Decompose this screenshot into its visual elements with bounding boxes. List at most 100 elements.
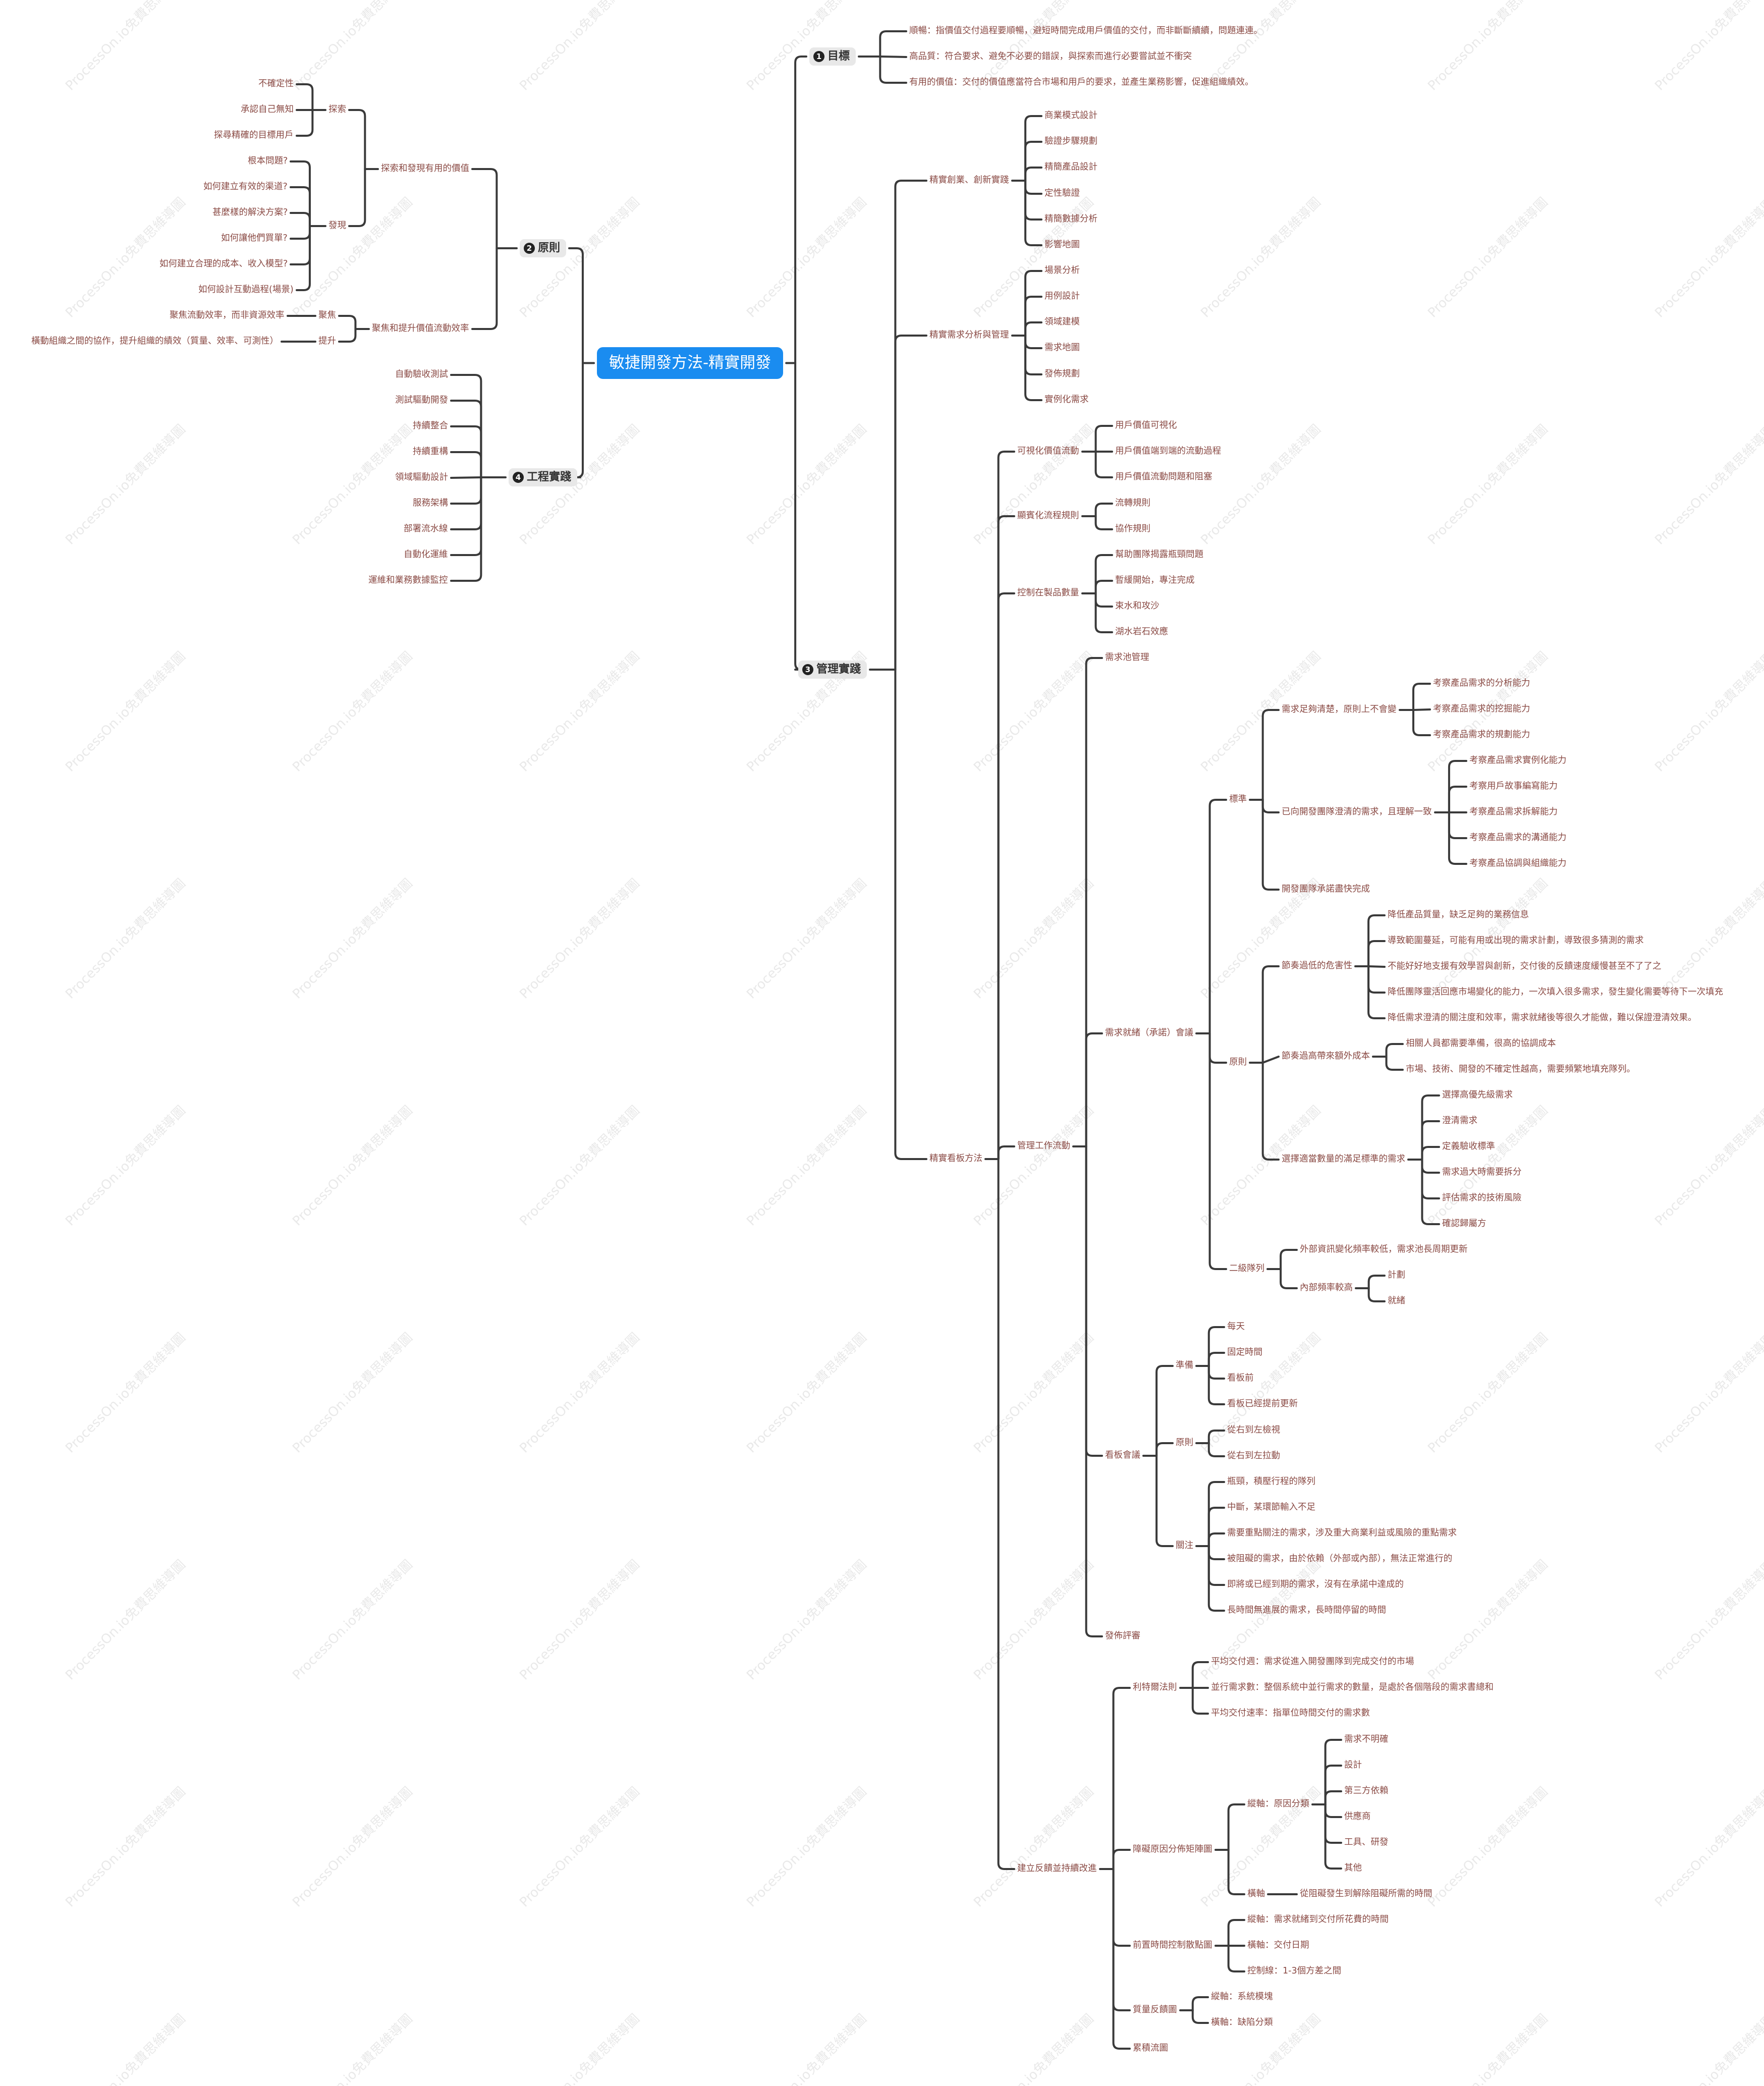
topic-f4b[interactable]: 橫軸：缺陷分類 <box>1211 2017 1273 2027</box>
topic-s2c1[interactable]: 選擇高優先級需求 <box>1442 1090 1513 1100</box>
topic-k1b[interactable]: 用戶價值端到端的流動過程 <box>1115 446 1221 456</box>
topic-p1a3[interactable]: 探尋精確的目標用戶 <box>214 130 294 140</box>
topic-k1c[interactable]: 用戶價值流動問題和阻塞 <box>1115 472 1212 482</box>
topic-w3[interactable]: 看板會議 <box>1105 1450 1140 1460</box>
topic-s1a2[interactable]: 考察產品需求的挖掘能力 <box>1433 704 1530 714</box>
topic-m2f[interactable]: 實例化需求 <box>1044 395 1089 405</box>
topic-k3[interactable]: 控制在製品數量 <box>1017 588 1079 598</box>
topic-s1b1[interactable]: 考察產品需求實例化能力 <box>1469 755 1567 765</box>
topic-e3[interactable]: 持續整合 <box>413 421 448 431</box>
topic-f5[interactable]: 累積流圖 <box>1133 2043 1168 2053</box>
topic-f2b[interactable]: 橫軸 <box>1247 1889 1265 1899</box>
topic-p1a[interactable]: 探索 <box>328 104 346 115</box>
topic-v2b[interactable]: 從右到左拉動 <box>1227 1451 1280 1461</box>
topic-s2a4[interactable]: 降低團隊靈活回應市場變化的能力，一次填入很多需求，發生變化需要等待下一次填充 <box>1388 987 1723 997</box>
topic-f2a2[interactable]: 設計 <box>1344 1760 1362 1770</box>
topic-f3[interactable]: 前置時間控制散點圖 <box>1133 1940 1212 1950</box>
topic-f4[interactable]: 質量反饋圖 <box>1133 2005 1177 2015</box>
topic-k1a[interactable]: 用戶價值可視化 <box>1115 420 1177 430</box>
topic-s1b[interactable]: 已向開發團隊澄清的需求，且理解一致 <box>1282 807 1432 817</box>
topic-e5[interactable]: 領域驅動設計 <box>395 472 448 482</box>
topic-s2a3[interactable]: 不能好好地支援有效學習與創新，交付後的反饋速度緩慢甚至不了了之 <box>1388 961 1662 971</box>
topic-f3b[interactable]: 橫軸：交付日期 <box>1247 1940 1309 1950</box>
topic-s2[interactable]: 原則 <box>1229 1057 1247 1067</box>
topic-s1b3[interactable]: 考察產品需求拆解能力 <box>1469 807 1558 817</box>
topic-m1e[interactable]: 精簡數據分析 <box>1044 214 1097 224</box>
topic-p2[interactable]: 聚焦和提升價值流動效率 <box>372 323 469 334</box>
topic-b1b[interactable]: 高品質：符合要求、避免不必要的錯誤，與探索而進行必要嘗試並不衝突 <box>909 51 1192 62</box>
topic-w4[interactable]: 發佈評審 <box>1105 1631 1140 1641</box>
topic-p1b4[interactable]: 如何讓他們買單? <box>221 233 288 243</box>
topic-f1c[interactable]: 平均交付速率：指單位時間交付的需求數 <box>1211 1708 1370 1718</box>
topic-v3a[interactable]: 瓶頸，積壓行程的隊列 <box>1227 1476 1315 1487</box>
topic-p2b1[interactable]: 橫動組織之間的協作，提升組織的績效（質量、效率、可測性） <box>31 336 279 346</box>
topic-f2[interactable]: 障礙原因分佈矩陣圖 <box>1133 1844 1212 1854</box>
topic-k3b[interactable]: 暫緩開始，專注完成 <box>1115 575 1195 585</box>
topic-v3[interactable]: 關注 <box>1176 1541 1193 1551</box>
topic-m1f[interactable]: 影響地圖 <box>1044 240 1080 250</box>
root-topic[interactable]: 敏捷開發方法-精實開發 <box>597 347 784 379</box>
topic-s2c6[interactable]: 確認歸屬方 <box>1442 1219 1486 1229</box>
topic-k3d[interactable]: 湖水岩石效應 <box>1115 627 1168 637</box>
topic-s1b5[interactable]: 考察產品協調與組織能力 <box>1469 858 1567 868</box>
topic-v1[interactable]: 準備 <box>1176 1360 1193 1370</box>
topic-k2a[interactable]: 流轉規則 <box>1115 498 1150 508</box>
topic-s2c4[interactable]: 需求過大時需要拆分 <box>1442 1167 1522 1177</box>
topic-s1b2[interactable]: 考察用戶故事編寫能力 <box>1469 781 1558 791</box>
topic-f1a[interactable]: 平均交付週：需求從進入開發團隊到完成交付的市場 <box>1211 1657 1414 1667</box>
topic-f1[interactable]: 利特爾法則 <box>1133 1682 1177 1692</box>
topic-k1[interactable]: 可視化價值流動 <box>1017 446 1079 456</box>
topic-f1b[interactable]: 並行需求數：整個系統中並行需求的數量，是處於各個階段的需求書總和 <box>1211 1682 1494 1692</box>
topic-v2[interactable]: 原則 <box>1176 1438 1193 1448</box>
topic-s3b2[interactable]: 就緒 <box>1388 1296 1405 1306</box>
topic-k2[interactable]: 顯賓化流程規則 <box>1017 511 1079 521</box>
topic-e7[interactable]: 部署流水線 <box>404 524 448 534</box>
topic-m2[interactable]: 精實需求分析與管理 <box>929 330 1009 340</box>
topic-s3b[interactable]: 內部頻率較高 <box>1300 1283 1353 1293</box>
topic-s2a2[interactable]: 導致範圍蔓延，可能有用或出現的需求計劃，導致很多猜測的需求 <box>1388 936 1644 946</box>
topic-b1a[interactable]: 順暢：指價值交付過程要順暢，避短時間完成用戶價值的交付，而非斷斷續續，問題連連。 <box>909 26 1262 36</box>
topic-m1c[interactable]: 精簡產品設計 <box>1044 162 1097 172</box>
topic-m3[interactable]: 精實看板方法 <box>929 1154 982 1164</box>
topic-f3a[interactable]: 縱軸：需求就緒到交付所花費的時間 <box>1247 1914 1389 1925</box>
topic-e6[interactable]: 服務架構 <box>413 498 448 508</box>
topic-p1b5[interactable]: 如何建立合理的成本、收入模型? <box>159 259 288 269</box>
topic-p1b3[interactable]: 甚麼樣的解決方案? <box>212 207 288 217</box>
topic-m2e[interactable]: 發佈規劃 <box>1044 369 1080 379</box>
topic-p1b2[interactable]: 如何建立有效的渠道? <box>203 182 288 192</box>
topic-w2[interactable]: 需求就緒（承諾）會議 <box>1105 1028 1193 1038</box>
topic-s1c[interactable]: 開發團隊承諾盡快完成 <box>1282 884 1370 894</box>
topic-f2a6[interactable]: 其他 <box>1344 1863 1362 1873</box>
topic-p1a2[interactable]: 承認自己無知 <box>241 104 294 115</box>
topic-m1a[interactable]: 商業模式設計 <box>1044 111 1097 121</box>
topic-k3c[interactable]: 束水和攻沙 <box>1115 601 1160 611</box>
topic-p2a1[interactable]: 聚焦流動效率，而非資源效率 <box>170 310 285 320</box>
topic-e8[interactable]: 自動化運維 <box>404 550 448 560</box>
topic-m2d[interactable]: 需求地圖 <box>1044 343 1080 353</box>
topic-v1b[interactable]: 固定時間 <box>1227 1347 1262 1357</box>
topic-f4a[interactable]: 縱軸：系統模塊 <box>1211 1992 1273 2002</box>
topic-v3b[interactable]: 中斷，某環節輸入不足 <box>1227 1502 1315 1512</box>
topic-s1b4[interactable]: 考察產品需求的溝通能力 <box>1469 833 1567 843</box>
topic-f2a[interactable]: 縱軸：原因分類 <box>1247 1799 1309 1809</box>
topic-b1c[interactable]: 有用的價值：交付的價值應當符合市場和用戶的要求，並產生業務影響，促進組織績效。 <box>909 77 1254 87</box>
topic-p2a[interactable]: 聚焦 <box>318 310 336 320</box>
topic-p1b6[interactable]: 如何設計互動過程(場景) <box>198 285 294 295</box>
topic-v1c[interactable]: 看板前 <box>1227 1373 1254 1383</box>
topic-v3c[interactable]: 需要重點關注的需求，涉及重大商業利益或風險的重點需求 <box>1227 1528 1457 1538</box>
topic-s2c2[interactable]: 澄清需求 <box>1442 1116 1477 1126</box>
topic-e9[interactable]: 運維和業務數據監控 <box>368 575 448 585</box>
topic-k3a[interactable]: 幫助團隊揭露瓶頸問題 <box>1115 550 1203 560</box>
topic-k4[interactable]: 管理工作流動 <box>1017 1141 1070 1151</box>
topic-p2b[interactable]: 提升 <box>318 336 336 346</box>
topic-f2b1[interactable]: 從阻礙發生到解除阻礙所需的時間 <box>1300 1889 1432 1899</box>
topic-p1[interactable]: 探索和發現有用的價值 <box>381 163 469 174</box>
topic-s3b1[interactable]: 計劃 <box>1388 1270 1405 1280</box>
topic-s2b[interactable]: 節奏過高帶來額外成本 <box>1282 1051 1370 1061</box>
topic-s1a1[interactable]: 考察產品需求的分析能力 <box>1433 678 1530 688</box>
topic-s2c[interactable]: 選擇適當數量的滿足標準的需求 <box>1282 1154 1405 1164</box>
